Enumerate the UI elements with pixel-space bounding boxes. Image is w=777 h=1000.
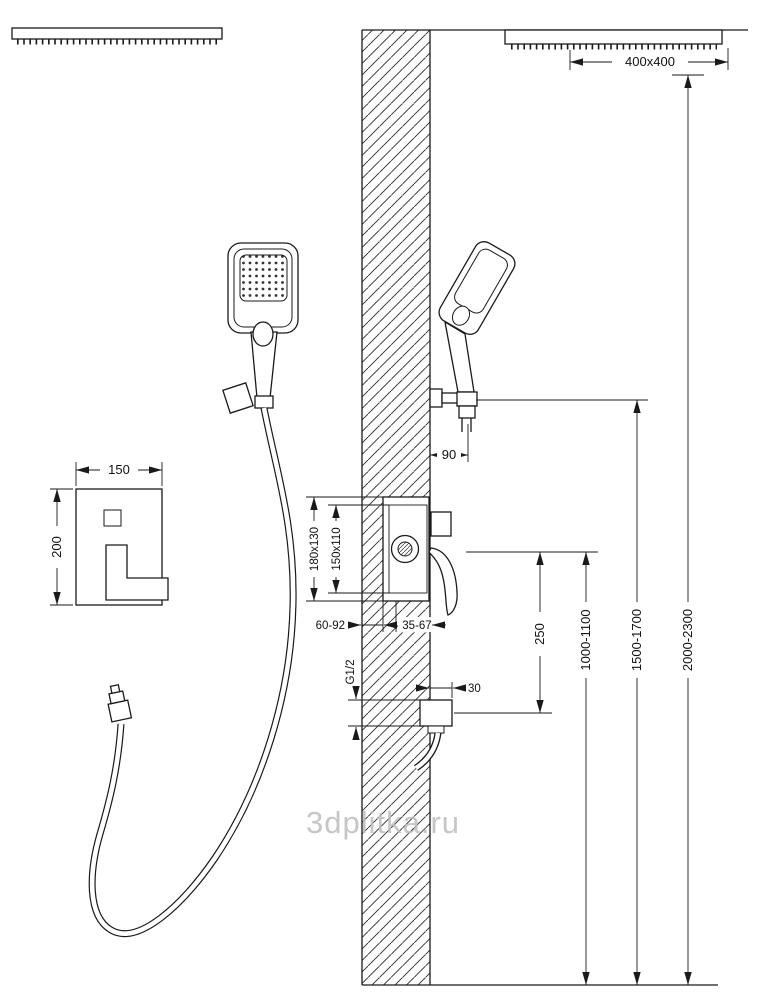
mixer-valve bbox=[390, 534, 420, 564]
dim-depth-inner: 35-67 bbox=[398, 617, 446, 632]
dim-label-outlet-drop: 250 bbox=[532, 623, 547, 645]
mixer-box-outer bbox=[382, 496, 430, 602]
dim-label-head-size: 400x400 bbox=[625, 54, 675, 69]
hand-shower-head-tilted bbox=[438, 241, 516, 335]
hand-shower-front bbox=[222, 242, 299, 414]
dim-outlet-thread: G1/2 bbox=[345, 660, 420, 740]
dim-mixer-height: 1000-1100 bbox=[578, 552, 594, 985]
dim-label-outlet-offset: 30 bbox=[468, 683, 481, 695]
dim-label-box-inner: 150x110 bbox=[331, 527, 343, 570]
dim-box-inner: 150x110 bbox=[328, 504, 389, 594]
dim-depth-outer: 60-92 bbox=[316, 601, 397, 632]
mode-button bbox=[252, 321, 274, 347]
dim-label-handshower-height: 1500-1700 bbox=[629, 609, 644, 671]
shower-hose bbox=[88, 407, 297, 938]
diverter-knob bbox=[430, 511, 452, 537]
dim-box-outer: 180x130 bbox=[306, 496, 385, 602]
trim-diverter-button bbox=[103, 509, 122, 527]
dim-label-holder-offset: 90 bbox=[442, 447, 456, 462]
reference-lines bbox=[454, 74, 704, 714]
dim-plate-width: 150 bbox=[75, 462, 163, 486]
mixer-lever bbox=[428, 547, 458, 616]
holder-wall-plate bbox=[429, 388, 443, 408]
hose-outline bbox=[88, 407, 297, 938]
rain-head-side-view bbox=[11, 27, 223, 45]
dim-outlet-drop: 250 bbox=[532, 552, 548, 713]
dim-label-plate-height: 200 bbox=[49, 536, 64, 558]
dim-head-height: 2000-2300 bbox=[680, 75, 696, 985]
dim-handshower-height: 1500-1700 bbox=[629, 400, 645, 985]
dim-label-mixer-height: 1000-1100 bbox=[578, 609, 593, 670]
trim-lever bbox=[105, 544, 169, 601]
dim-outlet-offset: 30 bbox=[416, 682, 481, 698]
wall-outlet bbox=[413, 699, 453, 771]
outlet-nut bbox=[427, 725, 445, 734]
mixer-box bbox=[382, 496, 458, 616]
handle-nut bbox=[254, 395, 274, 409]
dim-label-box-outer: 180x130 bbox=[309, 527, 321, 571]
rain-head-mounted bbox=[504, 29, 723, 50]
shower-bracket bbox=[222, 382, 254, 414]
hose-connector bbox=[107, 683, 133, 723]
dim-holder-offset: 90 bbox=[430, 424, 469, 462]
dim-label-depth-outer: 60-92 bbox=[316, 620, 345, 632]
mixer-valve-spindle bbox=[397, 541, 413, 557]
hand-shower-mounted bbox=[429, 241, 516, 432]
spray-face bbox=[239, 254, 288, 302]
mixer-box-inner bbox=[388, 504, 428, 594]
holder-clamp bbox=[456, 391, 478, 407]
dim-label-outlet-thread: G1/2 bbox=[345, 660, 357, 685]
dim-plate-height: 200 bbox=[49, 488, 73, 606]
dim-label-plate-width: 150 bbox=[108, 462, 130, 477]
dim-label-head-height: 2000-2300 bbox=[680, 609, 695, 671]
trim-plate-front bbox=[75, 488, 169, 606]
hose-nut bbox=[458, 405, 476, 419]
dim-label-depth-inner: 35-67 bbox=[402, 620, 431, 632]
dim-head-size: 400x400 bbox=[569, 48, 729, 70]
watermark: 3dplitka.ru bbox=[306, 805, 460, 840]
